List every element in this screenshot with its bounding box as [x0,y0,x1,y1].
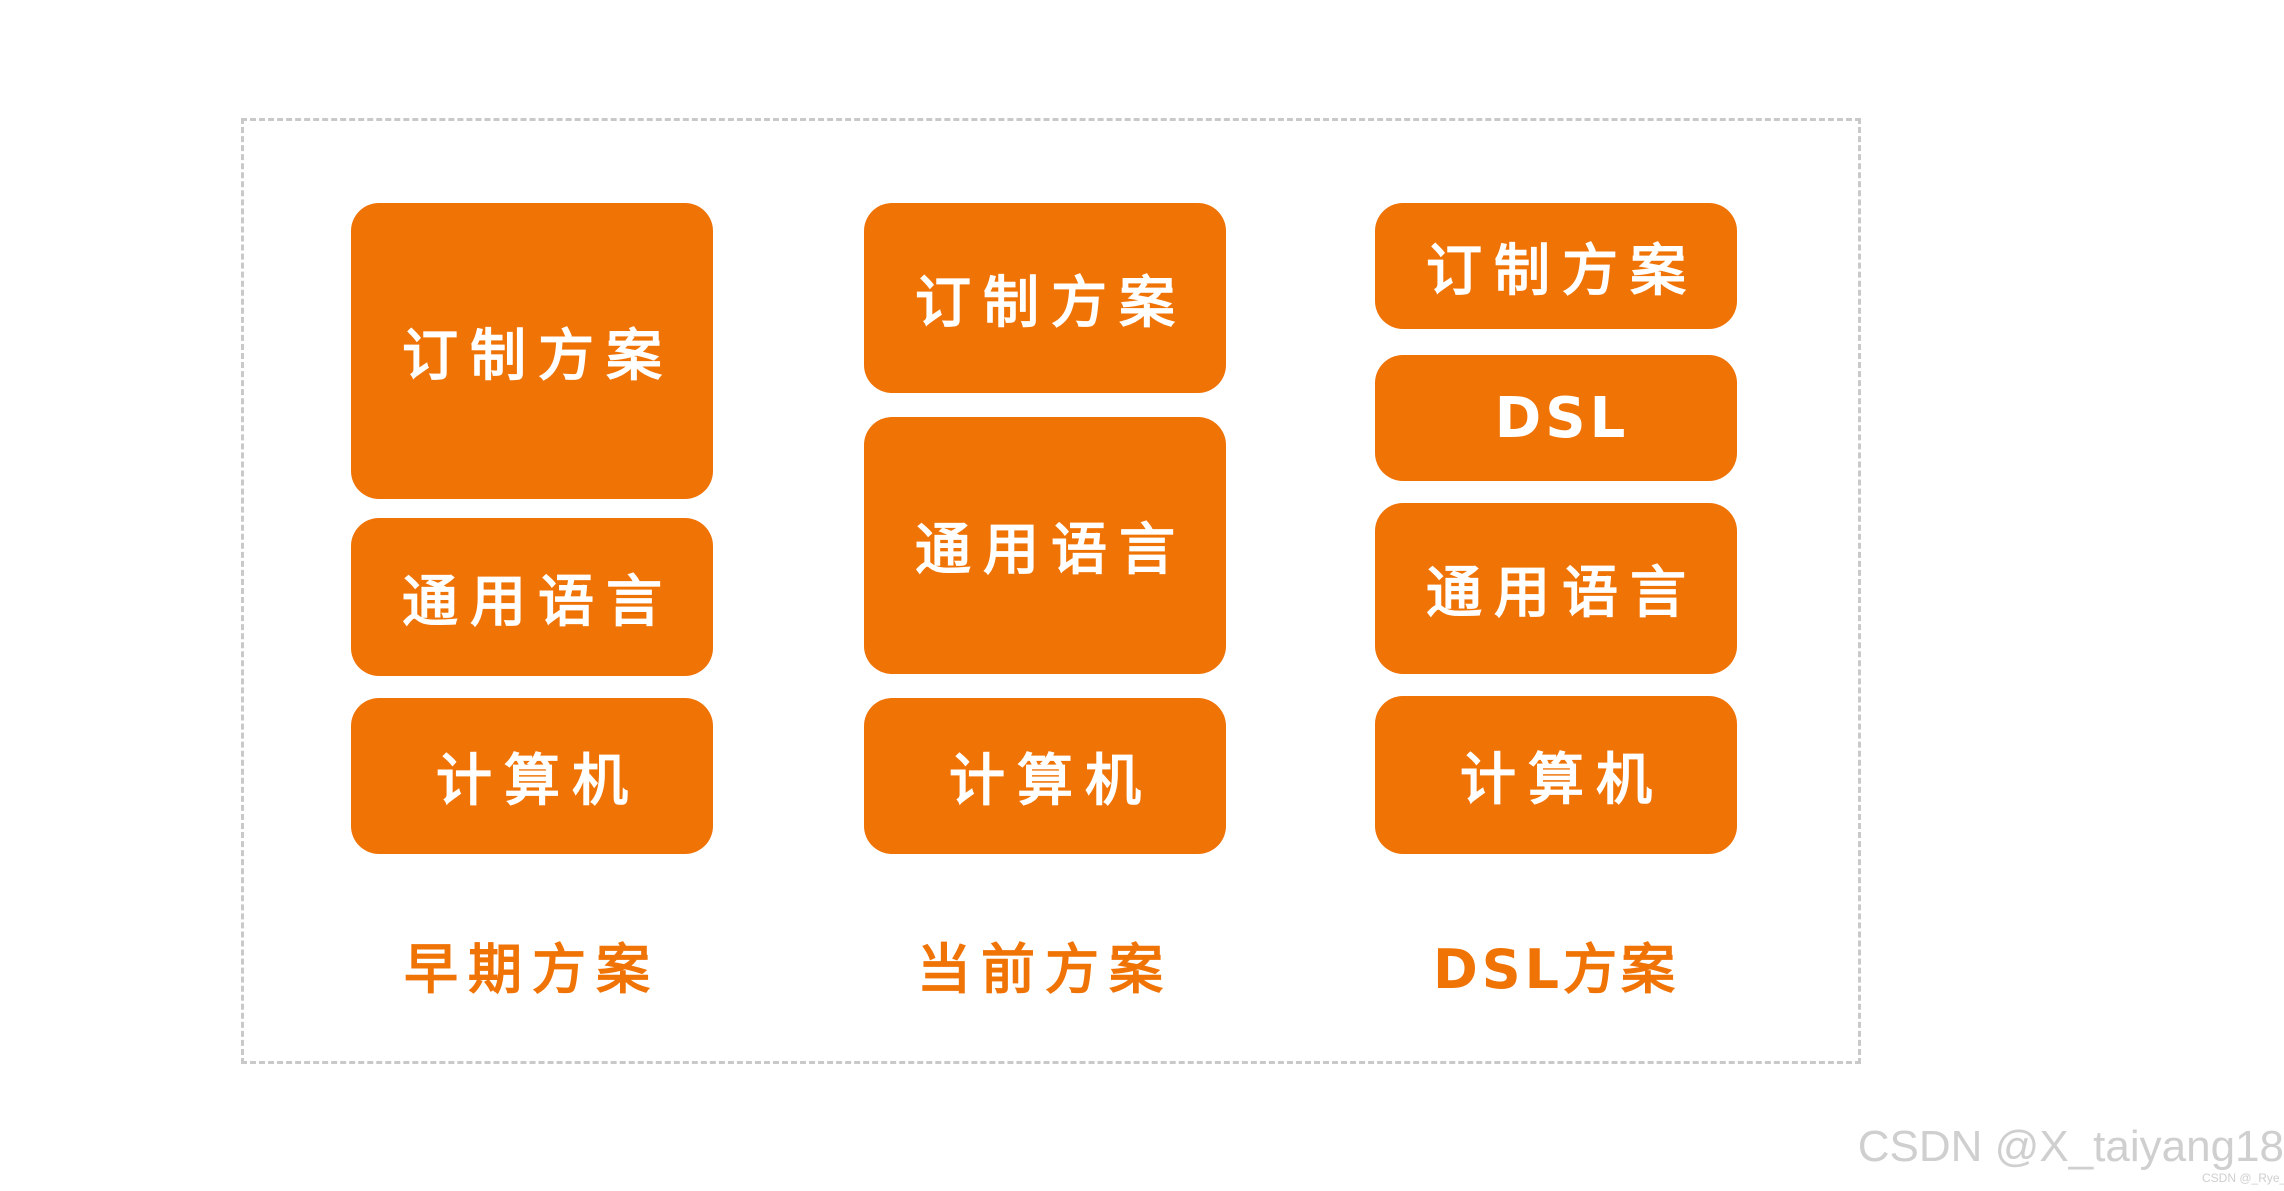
block-computer: 计算机 [866,700,1224,852]
block-custom-solution: 订制方案 [353,205,711,497]
csdn-watermark-small: CSDN @_Rye_ [2202,1171,2284,1185]
caption-dsl: DSL方案 [1432,938,1680,1001]
block-dsl: DSL [1377,357,1735,479]
diagram-frame [241,118,1861,1064]
block-general-language: 通用语言 [866,419,1224,672]
caption-early: 早期方案 [404,938,660,1001]
block-custom-solution: 订制方案 [866,205,1224,391]
csdn-watermark: CSDN @X_taiyang18 [1857,1122,2284,1171]
block-computer: 计算机 [1377,698,1735,852]
caption-current: 当前方案 [917,938,1173,1001]
block-computer: 计算机 [353,700,711,852]
block-custom-solution: 订制方案 [1377,205,1735,327]
block-general-language: 通用语言 [1377,505,1735,672]
block-general-language: 通用语言 [353,520,711,674]
